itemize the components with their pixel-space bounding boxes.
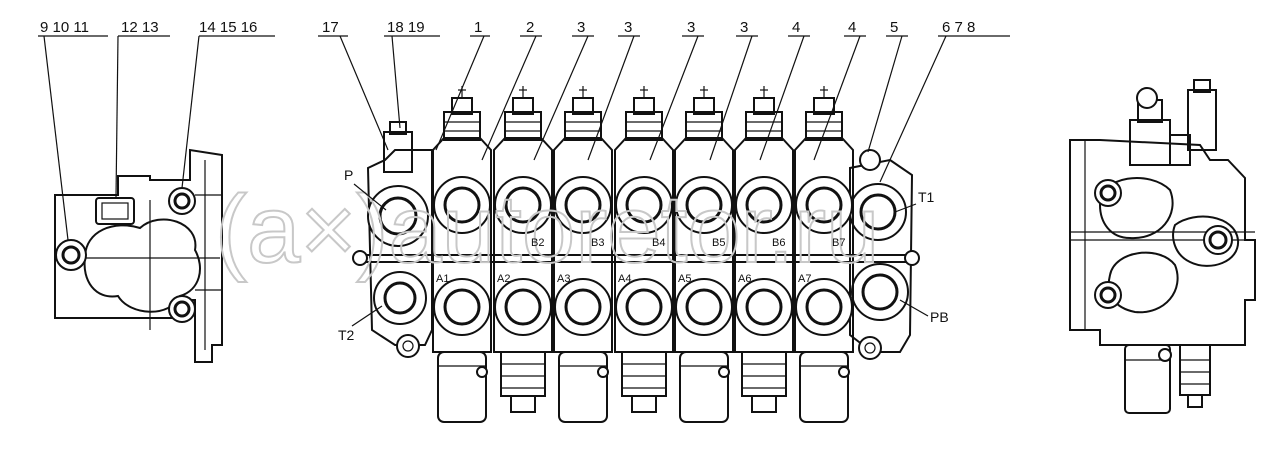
callout-3b: 3 <box>624 19 632 36</box>
port-label-a3: A3 <box>557 273 570 285</box>
spool-section <box>734 86 794 413</box>
callout-labels: 9 10 11 12 13 14 15 16 17 18 19 1 2 3 3 … <box>40 19 975 36</box>
spool-section <box>432 86 492 423</box>
callout-leaders <box>318 35 1010 183</box>
spool-section <box>794 86 854 423</box>
callout-3d: 3 <box>740 19 748 36</box>
port-label-b7: B7 <box>832 237 845 249</box>
port-label-a1: A1 <box>436 273 449 285</box>
callout-12-13: 12 13 <box>121 19 159 36</box>
callout-4a: 4 <box>792 19 800 36</box>
port-label-a6: A6 <box>738 273 751 285</box>
callout-17: 17 <box>322 19 339 36</box>
port-label-pb: PB <box>930 309 949 325</box>
watermark: (a×)autoretor.ru <box>215 176 879 283</box>
main-valve-stack <box>352 86 920 423</box>
right-end-view <box>1069 79 1256 414</box>
port-label-a7: A7 <box>798 273 811 285</box>
port-label-a4: A4 <box>618 273 631 285</box>
callout-1: 1 <box>474 19 482 36</box>
callout-6-7-8: 6 7 8 <box>942 19 975 36</box>
callout-5: 5 <box>890 19 898 36</box>
spool-section <box>614 86 674 413</box>
callout-3a: 3 <box>577 19 585 36</box>
spool-section <box>553 86 613 423</box>
port-label-b4: B4 <box>652 237 665 249</box>
spool-section <box>674 86 734 423</box>
port-label-a5: A5 <box>678 273 691 285</box>
port-label-p: P <box>344 167 353 183</box>
port-label-b3: B3 <box>591 237 604 249</box>
callout-3c: 3 <box>687 19 695 36</box>
port-label-b6: B6 <box>772 237 785 249</box>
port-label-t1: T1 <box>918 189 935 205</box>
port-label-t2: T2 <box>338 327 355 343</box>
callout-2: 2 <box>526 19 534 36</box>
left-end-view <box>38 35 275 363</box>
port-label-a2: A2 <box>497 273 510 285</box>
callout-18-19: 18 19 <box>387 19 425 36</box>
callout-14-15-16: 14 15 16 <box>199 19 257 36</box>
callout-4b: 4 <box>848 19 856 36</box>
port-label-b5: B5 <box>712 237 725 249</box>
port-label-b2: B2 <box>531 237 544 249</box>
callout-9-10-11: 9 10 11 <box>40 19 89 36</box>
spool-section <box>493 86 553 413</box>
